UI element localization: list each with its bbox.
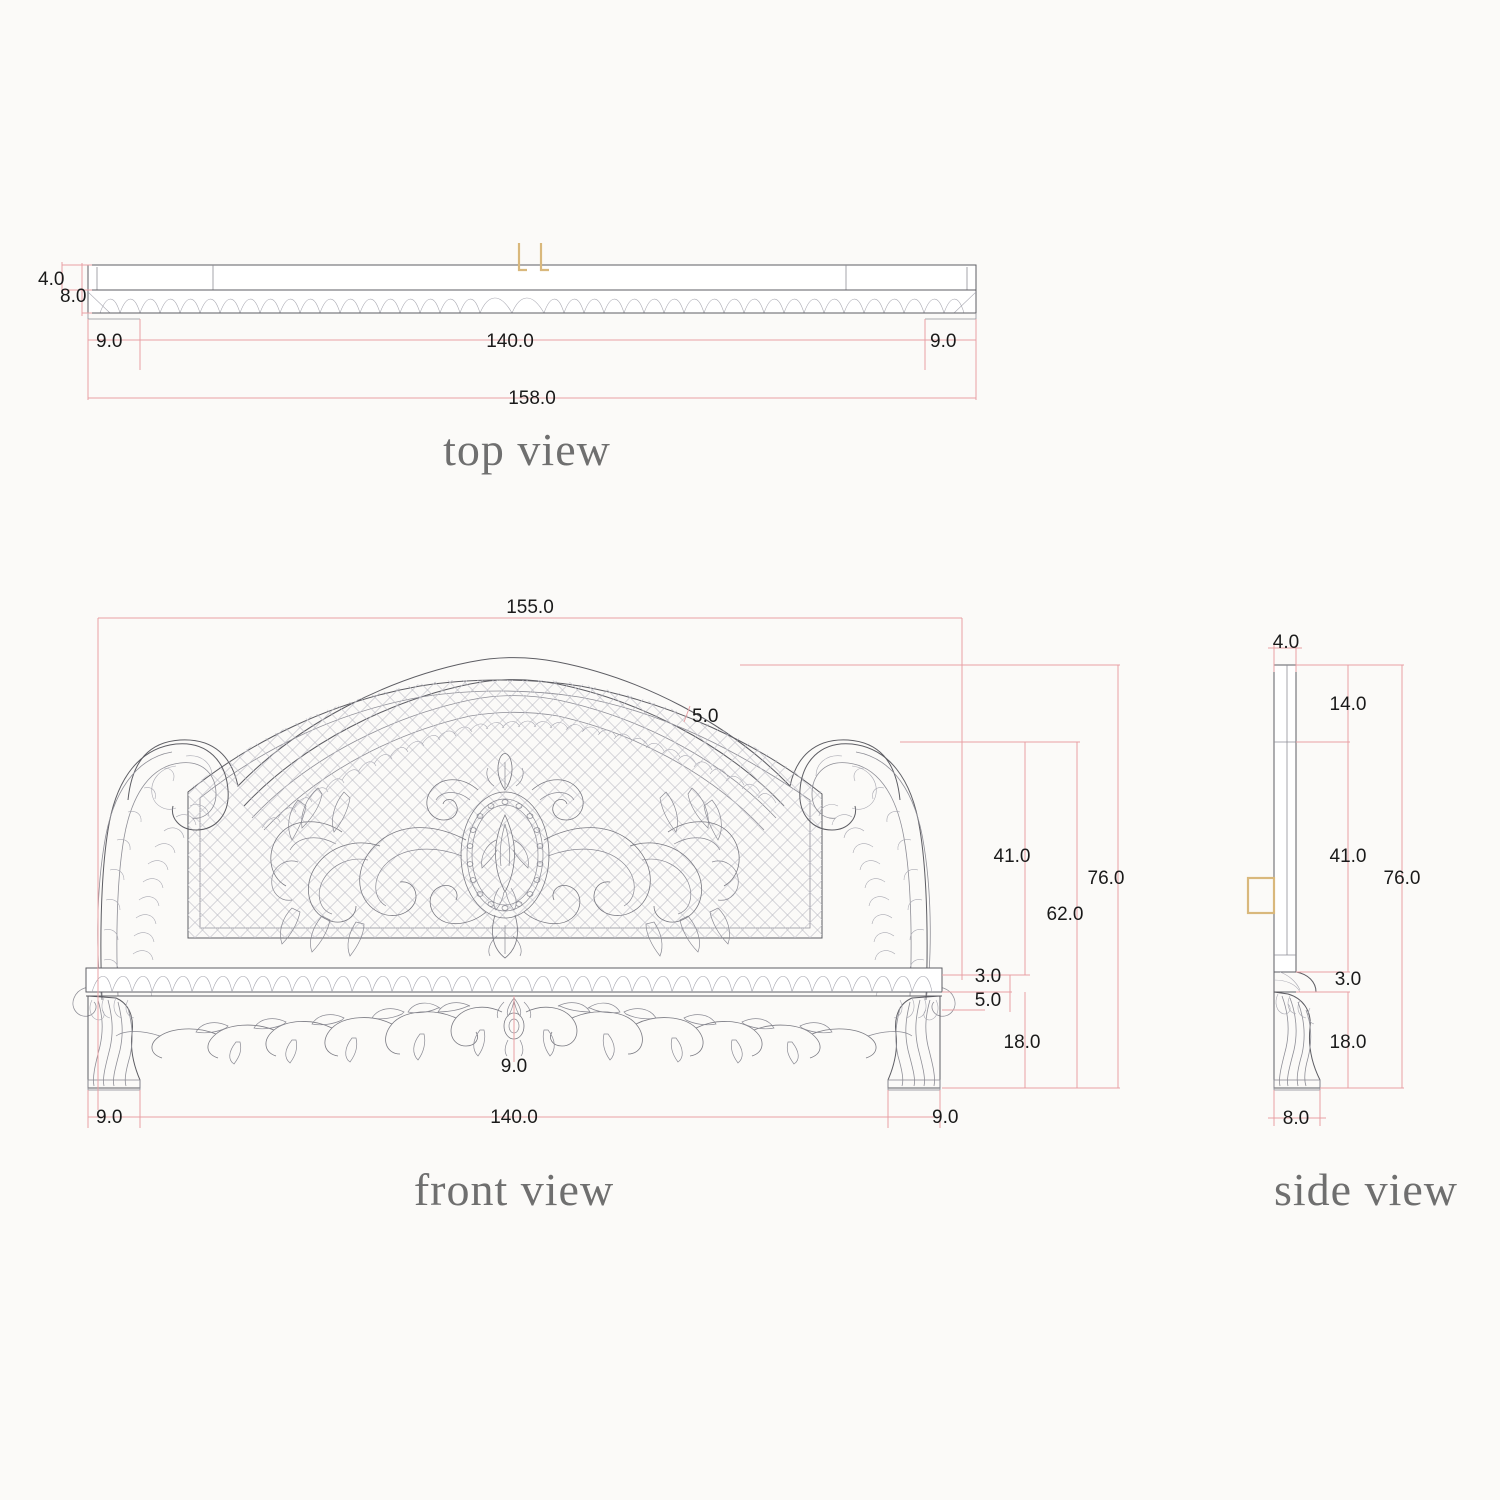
dim-front-18: 18.0 bbox=[1004, 1032, 1041, 1053]
dim-side-3: 3.0 bbox=[1335, 969, 1361, 990]
front-view-dimensions: 155.0 5.0 41.0 62.0 76.0 3.0 5.0 bbox=[87, 597, 1125, 1128]
side-view-dimensions: 4.0 14.0 41.0 76.0 3.0 18.0 8 bbox=[1268, 632, 1420, 1129]
front-view-label: front view bbox=[414, 1164, 614, 1215]
right-scroll-arm bbox=[799, 743, 956, 1017]
side-view-group: 4.0 14.0 41.0 76.0 3.0 18.0 8 bbox=[1246, 632, 1458, 1215]
dim-front-155: 155.0 bbox=[506, 597, 554, 618]
dim-front-76: 76.0 bbox=[1088, 868, 1125, 889]
dim-front-rail-5: 5.0 bbox=[692, 706, 718, 727]
dim-side-8: 8.0 bbox=[1283, 1108, 1309, 1129]
dim-front-left-9: 9.0 bbox=[96, 1107, 122, 1128]
dim-front-3: 3.0 bbox=[975, 966, 1001, 987]
dim-front-62: 62.0 bbox=[1047, 904, 1084, 925]
dim-top-4: 4.0 bbox=[38, 269, 64, 290]
dim-side-4: 4.0 bbox=[1273, 632, 1299, 653]
dim-front-center-9: 9.0 bbox=[501, 1056, 527, 1077]
base-rope-rail bbox=[91, 975, 933, 993]
dim-side-14: 14.0 bbox=[1330, 694, 1367, 715]
dim-front-41: 41.0 bbox=[994, 846, 1031, 867]
left-leg bbox=[87, 995, 141, 1091]
dim-top-8: 8.0 bbox=[60, 286, 86, 307]
dim-side-41: 41.0 bbox=[1330, 846, 1367, 867]
dim-top-158: 158.0 bbox=[508, 388, 556, 409]
top-view-center-markers bbox=[517, 243, 549, 272]
dim-front-5b: 5.0 bbox=[975, 990, 1001, 1011]
top-view-geometry bbox=[87, 264, 977, 320]
dim-top-left-9: 9.0 bbox=[96, 331, 122, 352]
dim-top-140: 140.0 bbox=[486, 331, 534, 352]
dim-front-140: 140.0 bbox=[490, 1107, 538, 1128]
side-view-geometry bbox=[1246, 664, 1321, 1091]
top-view-fluting bbox=[88, 291, 976, 314]
dim-front-right-9: 9.0 bbox=[932, 1107, 958, 1128]
dim-top-right-9: 9.0 bbox=[930, 331, 956, 352]
top-view-label: top view bbox=[443, 424, 611, 475]
dim-side-76: 76.0 bbox=[1384, 868, 1421, 889]
central-ornament bbox=[270, 753, 740, 959]
right-leg bbox=[887, 995, 941, 1091]
top-view-dimensions: 4.0 8.0 9.0 140.0 9.0 158.0 bbox=[38, 262, 977, 409]
dim-side-18: 18.0 bbox=[1330, 1032, 1367, 1053]
apron-carving bbox=[115, 997, 913, 1065]
top-view-group: 4.0 8.0 9.0 140.0 9.0 158.0 top view bbox=[38, 243, 977, 475]
side-view-label: side view bbox=[1274, 1164, 1458, 1215]
left-scroll-arm bbox=[72, 743, 229, 1017]
